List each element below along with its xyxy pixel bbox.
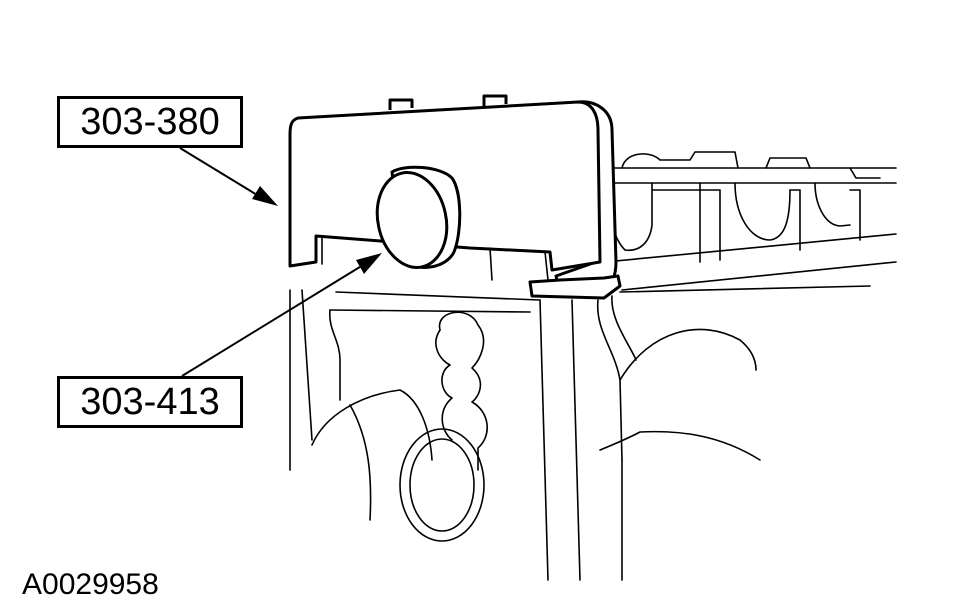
callout-leader-303-413 xyxy=(181,253,382,377)
callout-text: 303-380 xyxy=(80,101,220,143)
callout-leader-303-380 xyxy=(179,147,278,206)
callout-label-303-413: 303-413 xyxy=(57,376,243,428)
tool-303-413 xyxy=(375,165,462,269)
callout-label-303-380: 303-380 xyxy=(57,96,243,148)
figure-id: A0029958 xyxy=(22,568,159,601)
callout-text: 303-413 xyxy=(80,381,220,423)
